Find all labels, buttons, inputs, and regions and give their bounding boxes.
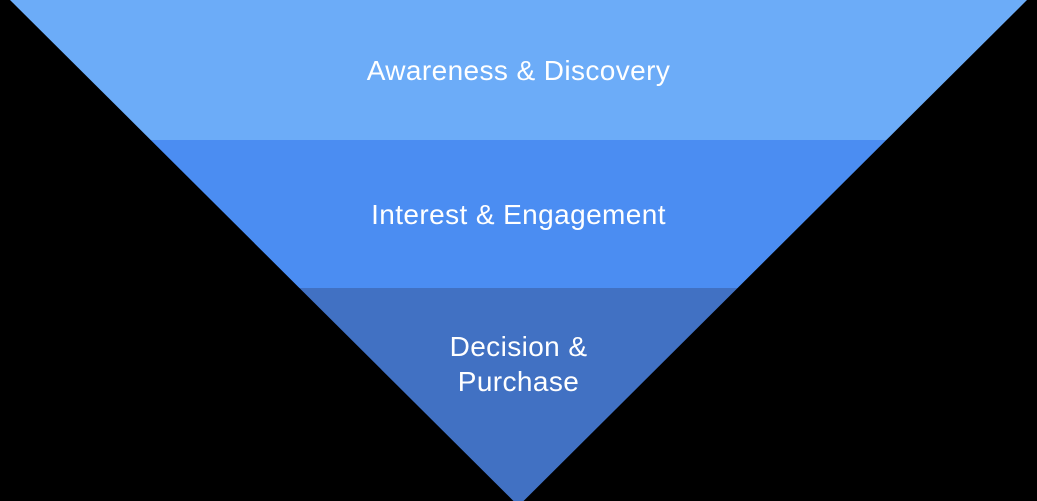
funnel-stage-decision-shape	[299, 288, 738, 501]
funnel-stage-awareness-shape	[10, 0, 1027, 140]
funnel-stage-interest-shape	[150, 140, 887, 288]
